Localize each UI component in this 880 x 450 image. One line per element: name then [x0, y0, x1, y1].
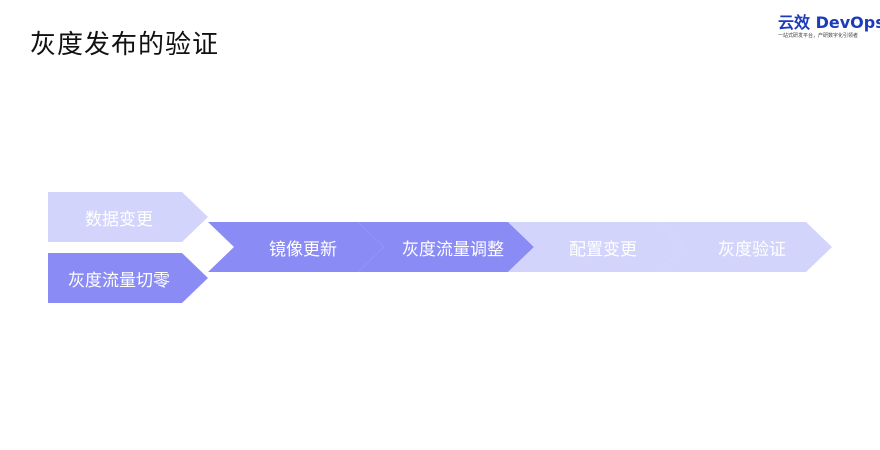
brand-logo: 云效 DevOps 一站式研发平台，产研数字化引领者 [778, 13, 880, 40]
brand-tagline: 一站式研发平台，产研数字化引领者 [778, 33, 859, 39]
slide-title: 灰度发布的验证 [30, 30, 220, 60]
step-gray-traffic-zero: 灰度流量切零 [48, 253, 208, 303]
step-gray-verify: 灰度验证 [658, 222, 832, 272]
step-gray-traffic-adjust: 灰度流量调整 [358, 222, 534, 272]
step-image-update: 镜像更新 [208, 222, 384, 272]
brand-name: 云效 DevOps [778, 13, 880, 32]
step-config-change: 配置变更 [508, 222, 684, 272]
step-data-change: 数据变更 [48, 192, 208, 242]
